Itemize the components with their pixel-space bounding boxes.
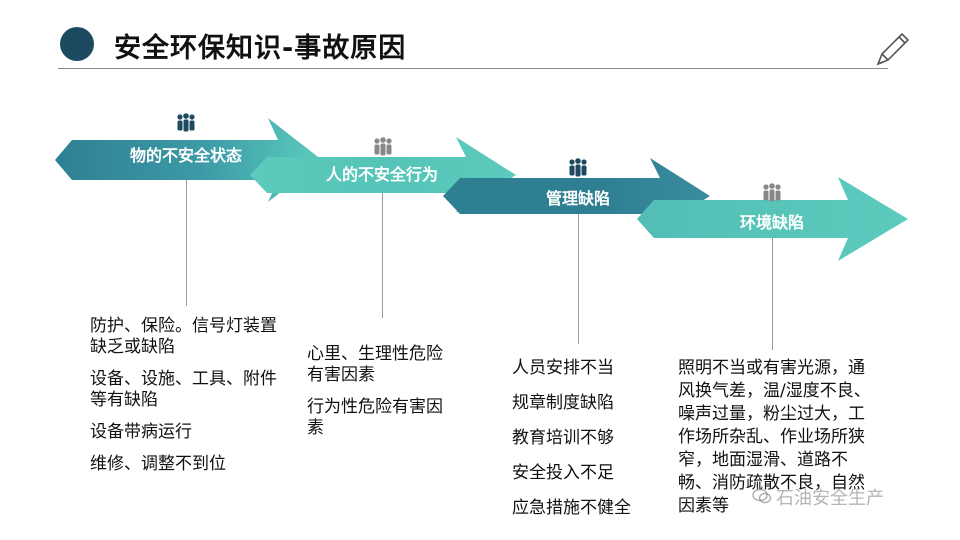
stage-label-environment-defect: 环境缺陷 [739, 213, 805, 232]
cause-list-environment: 照明不当或有害光源，通风换气差，温/湿度不良、噪声过量，粉尘过大，工作场所杂乱、… [678, 357, 872, 518]
stage-label-physical-state: 物的不安全状态 [129, 146, 243, 165]
people-icon [763, 183, 781, 202]
connector-line [772, 238, 773, 350]
list-item: 设备带病运行 [90, 422, 192, 442]
arrow-2-shape [250, 137, 516, 213]
list-item: 应急措施不健全 [512, 498, 631, 518]
list-item: 规章制度缺陷 [512, 393, 614, 413]
list-item: 教育培训不够 [512, 428, 614, 448]
list-item: 人员安排不当 [512, 358, 614, 378]
title-divider [58, 68, 888, 69]
list-item: 安全投入不足 [512, 463, 614, 483]
people-icon [374, 137, 392, 156]
page-title: 安全环保知识-事故原因 [114, 33, 407, 64]
connector-line [578, 214, 579, 344]
list-item: 设备、设施、工具、附件等有缺陷 [90, 369, 277, 410]
stage-label-management-defect: 管理缺陷 [545, 189, 611, 208]
list-item: 维修、调整不到位 [90, 454, 226, 474]
stage-label-human-behavior: 人的不安全行为 [325, 165, 439, 184]
arrow-3-shape [443, 158, 710, 234]
chat-bubble-icon [752, 488, 772, 509]
connector-line [186, 180, 187, 306]
arrow-4-shape [637, 177, 908, 261]
cause-list-physical: 防护、保险。信号灯装置缺乏或缺陷 设备、设施、工具、附件等有缺陷 设备带病运行 … [90, 316, 288, 486]
people-icon [569, 158, 587, 177]
title-bullet-dot [60, 27, 94, 61]
cause-list-human: 心里、生理性危险有害因素 行为性危险有害因素 [307, 344, 449, 450]
list-item: 防护、保险。信号灯装置缺乏或缺陷 [90, 316, 277, 357]
people-icon [177, 113, 195, 132]
list-item: 行为性危险有害因素 [307, 397, 443, 438]
list-item: 心里、生理性危险有害因素 [307, 344, 443, 385]
list-item: 照明不当或有害光源，通风换气差，温/湿度不良、噪声过量，粉尘过大，工作场所杂乱、… [678, 358, 871, 516]
connector-line [382, 192, 383, 318]
watermark-text: 石油安全生产 [776, 488, 884, 509]
cause-list-management: 人员安排不当 规章制度缺陷 教育培训不够 安全投入不足 应急措施不健全 [512, 356, 662, 531]
pen-icon [876, 32, 910, 66]
arrow-1-shape [55, 118, 322, 202]
watermark: 石油安全生产 [752, 484, 884, 510]
